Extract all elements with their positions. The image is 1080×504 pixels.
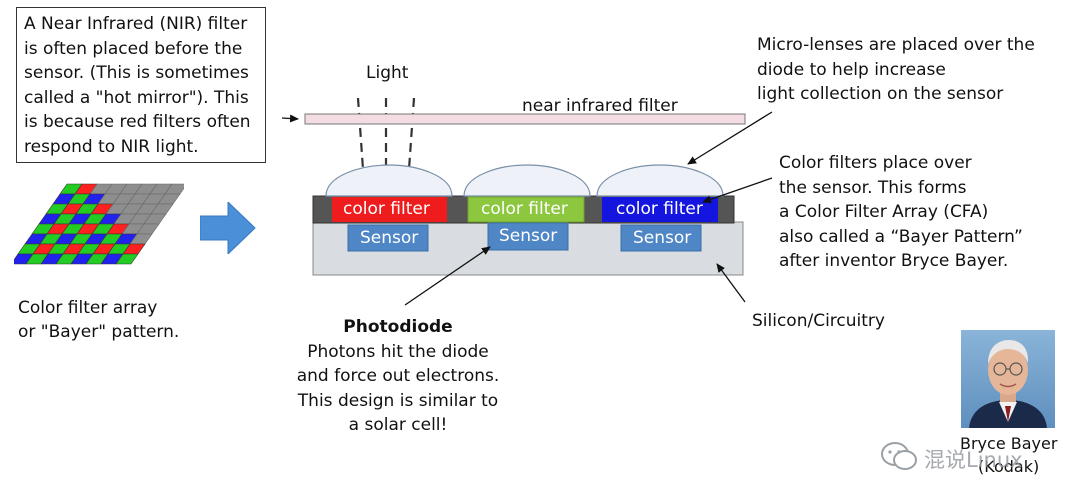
- micro-lens: [463, 164, 591, 197]
- sensor-block: [620, 224, 702, 252]
- micro-lens-pointer-arrow: [687, 111, 773, 165]
- nir-pointer-arrow: [281, 114, 299, 123]
- sensor-block: [487, 222, 569, 251]
- photodiode-line: This design is similar to: [297, 390, 499, 411]
- photodiode-line: Photons hit the diode: [307, 341, 489, 362]
- cfa-note-line: a Color Filter Array (CFA): [779, 202, 989, 222]
- watermark-text: 混说Linux: [924, 448, 1023, 472]
- color-filter-blue: [602, 197, 718, 222]
- nir-note-line: is because red filters often: [24, 112, 251, 132]
- bryce-bayer-portrait: [961, 330, 1055, 428]
- color-filter-green: [467, 196, 585, 223]
- color-filter-label: color filter: [481, 199, 568, 219]
- color-filter-label: color filter: [616, 199, 703, 219]
- micro-lens: [596, 164, 724, 197]
- micro-lens: [325, 164, 453, 197]
- cfa-note-line: after inventor Bryce Bayer.: [779, 251, 1009, 271]
- cfa-note-line: Color filters place over: [779, 153, 972, 173]
- cfa-note-line: also called a “Bayer Pattern”: [779, 227, 1023, 247]
- photodiode-line: a solar cell!: [348, 415, 448, 435]
- wechat-logo-icon: [881, 442, 917, 470]
- sensor-label: Sensor: [360, 228, 419, 248]
- color-filter-label: color filter: [343, 199, 430, 219]
- sensor-label: Sensor: [499, 226, 558, 246]
- silicon-label: Silicon/Circuitry: [752, 311, 885, 331]
- nir-note-box: A Near Infrared (NIR) filter is often pl…: [16, 7, 266, 163]
- bayer-tile: [115, 253, 139, 265]
- nir-note-line: sensor. (This is sometimes: [24, 63, 249, 83]
- portrait-caption-line1: Bryce Bayer: [960, 434, 1058, 453]
- micro-lens-note-line: diode to help increase: [757, 60, 946, 80]
- nir-note-line: called a "hot mirror"). This: [24, 87, 249, 108]
- right-arrow-icon: [200, 202, 256, 254]
- photodiode-title: Photodiode: [343, 317, 453, 337]
- nir-filter-bar: [304, 113, 746, 125]
- photodiode-pointer-arrow: [404, 246, 491, 306]
- portrait-caption-line2: (Kodak): [978, 457, 1040, 476]
- micro-lens-note-line: light collection on the sensor: [757, 84, 1004, 104]
- bayer-pattern-illustration: [14, 183, 184, 265]
- nir-filter-label: near infrared filter: [522, 96, 678, 116]
- micro-lenses: [325, 164, 724, 197]
- cfa-pointer-arrow: [702, 177, 773, 204]
- nir-note-line: respond to NIR light.: [24, 136, 199, 157]
- cfa-note-line: the sensor. This forms: [779, 178, 967, 198]
- sensor-block: [347, 224, 429, 252]
- photodiode-note: Photodiode Photons hit the diode and for…: [288, 315, 508, 438]
- sensor-label: Sensor: [633, 228, 692, 248]
- bayer-caption-line2: or "Bayer" pattern.: [18, 322, 180, 342]
- color-filter-red: [332, 197, 447, 222]
- photodiode-line: and force out electrons.: [296, 366, 500, 386]
- nir-note-line: is often placed before the: [24, 38, 243, 59]
- light-label: Light: [366, 63, 409, 83]
- silicon-pointer-arrow: [716, 263, 746, 303]
- nir-note-line: A Near Infrared (NIR) filter: [24, 14, 248, 34]
- bayer-caption-line1: Color filter array: [18, 298, 158, 318]
- micro-lens-note-line: Micro-lenses are placed over the: [757, 35, 1035, 55]
